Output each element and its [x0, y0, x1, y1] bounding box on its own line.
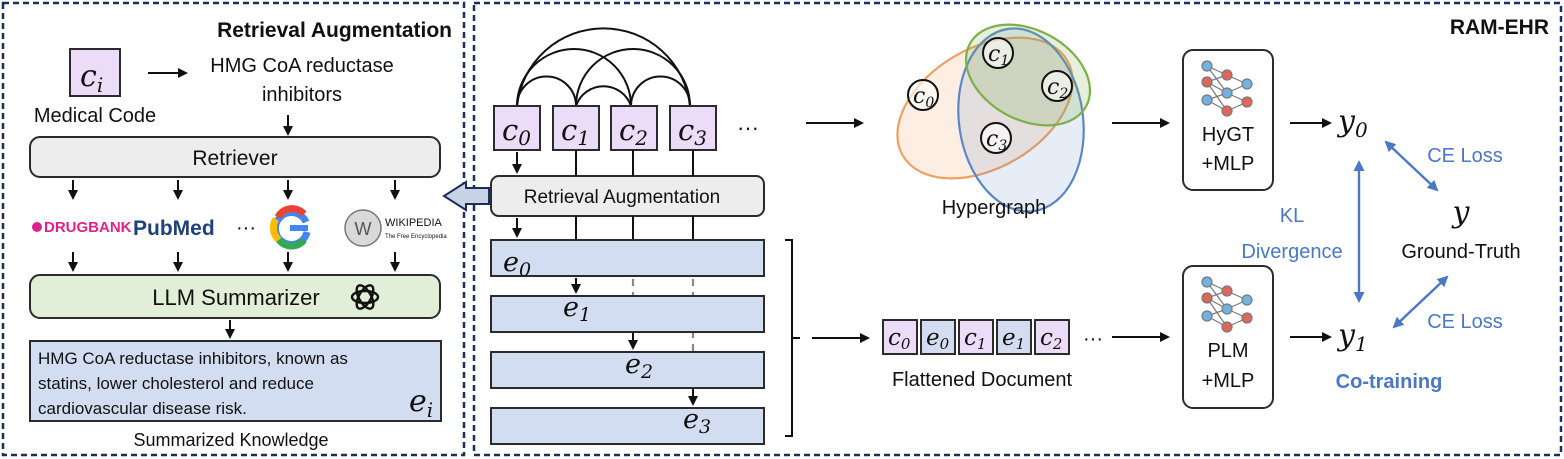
svg-text:WIKIPEDIA: WIKIPEDIA: [385, 217, 443, 229]
google-logo: [269, 205, 311, 250]
ground-truth-label: Ground-Truth: [1401, 241, 1520, 263]
hypergraph-node: c0: [907, 79, 939, 111]
knowledge-symbol: ei: [409, 384, 433, 422]
right-panel-title: RAM-EHR: [1450, 16, 1549, 39]
svg-text:c0: c0: [913, 84, 934, 111]
summarized-knowledge-box: [29, 340, 442, 422]
svg-text:PubMed: PubMed: [133, 217, 215, 240]
drugbank-logo: DRUGBANK: [32, 219, 132, 236]
svg-text:c0: c0: [502, 113, 531, 150]
svg-text:c3: c3: [986, 127, 1007, 154]
hygt-label-line2: +MLP: [1202, 153, 1255, 175]
retrieval-augmentation-box: [490, 175, 765, 217]
ce-loss-top-label: CE Loss: [1427, 145, 1503, 167]
svg-text:DRUGBANK: DRUGBANK: [44, 219, 132, 236]
plm-label-line2: +MLP: [1202, 370, 1255, 392]
knowledge-bracket: [785, 239, 800, 437]
knowledge-line3: cardiovascular disease risk.: [38, 399, 247, 418]
flattened-token: c2: [1034, 319, 1070, 355]
kl-label-line2: Divergence: [1241, 241, 1342, 263]
hypergraph: [896, 23, 1092, 213]
knowledge-box: e2: [490, 349, 765, 389]
code-name-line2: inhibitors: [262, 84, 342, 106]
code-name-line1: HMG CoA reductase: [210, 55, 393, 77]
openai-icon: [350, 284, 380, 310]
svg-text:e0: e0: [926, 325, 950, 353]
svg-text:c2: c2: [1047, 75, 1068, 102]
svg-text:e1: e1: [1002, 325, 1025, 353]
code-box: c3: [669, 105, 717, 151]
hypergraph-node: c2: [1041, 70, 1073, 102]
left-panel-border: [1, 1, 466, 457]
hypergraph-node: c1: [982, 37, 1014, 69]
retrieval-augmentation-label: Retrieval Augmentation: [524, 187, 720, 208]
svg-text:e2: e2: [625, 349, 653, 383]
knowledge-line1: HMG CoA reductase inhibitors, known as: [38, 349, 348, 368]
flattened-document-label: Flattened Document: [892, 369, 1073, 391]
hypergraph-label: Hypergraph: [942, 197, 1047, 219]
medical-code-symbol: ci: [80, 59, 103, 97]
retriever-box: [29, 136, 441, 178]
retriever-label: Retriever: [192, 147, 277, 170]
wikipedia-logo: W WIKIPEDIA The Free Encyclopedia: [344, 209, 447, 247]
ce-loss-bottom-arrow: [1392, 275, 1449, 329]
svg-text:c2: c2: [619, 113, 648, 150]
back-to-left-panel-arrow: [442, 180, 490, 212]
code-box: c1: [552, 105, 600, 151]
ce-loss-top-arrow: [1384, 140, 1439, 192]
flattened-ellipsis: ···: [1083, 328, 1103, 350]
svg-text:W: W: [355, 219, 372, 239]
plm-label-line1: PLM: [1207, 340, 1248, 362]
svg-text:c0: c0: [888, 325, 911, 353]
cotraining-label: Co-training: [1336, 371, 1443, 393]
svg-text:c1: c1: [988, 42, 1009, 69]
hygt-label-line1: HyGT: [1202, 124, 1254, 146]
ce-loss-bottom-label: CE Loss: [1427, 311, 1503, 333]
sources-down-arrows: [68, 252, 400, 272]
knowledge-box: e1: [490, 292, 765, 333]
knowledge-line2: statins, lower cholesterol and reduce: [38, 374, 314, 393]
svg-text:c3: c3: [678, 113, 707, 150]
right-panel-border: [472, 1, 1563, 457]
flattened-token: e1: [996, 319, 1032, 355]
svg-text:e3: e3: [683, 404, 711, 438]
code-arcs: [516, 27, 691, 107]
flattened-token: e0: [920, 319, 956, 355]
neural-network-icon: [1201, 276, 1253, 333]
svg-text:c1: c1: [964, 325, 986, 353]
knowledge-caption: Summarized Knowledge: [133, 430, 328, 450]
flattened-token: c1: [958, 319, 994, 355]
ground-truth-symbol: y: [1451, 195, 1471, 230]
neural-network-icon: [1201, 60, 1253, 117]
svg-text:e0: e0: [503, 247, 531, 281]
llm-summarizer-box: [29, 274, 441, 319]
medical-code-caption: Medical Code: [34, 105, 156, 127]
svg-text:The Free Encyclopedia: The Free Encyclopedia: [385, 234, 447, 240]
pubmed-logo: PubMed: [133, 217, 215, 240]
svg-text:e1: e1: [563, 292, 591, 326]
y0-output: y0: [1336, 104, 1368, 142]
sources-ellipsis: ···: [236, 217, 256, 239]
code-box: c0: [493, 105, 541, 151]
llm-summarizer-label: LLM Summarizer: [152, 285, 319, 310]
left-panel-title: Retrieval Augmentation: [217, 19, 452, 42]
hyperedge-orange: [896, 36, 1074, 180]
code-box: c2: [610, 105, 658, 151]
codes-ellipsis: ···: [737, 115, 759, 140]
kl-label-line1: KL: [1280, 205, 1304, 227]
svg-text:c1: c1: [561, 113, 590, 150]
hypergraph-node: c3: [980, 122, 1012, 154]
medical-code-box: [69, 48, 121, 97]
retriever-down-arrows: [68, 180, 400, 200]
flattened-token: c0: [882, 319, 918, 355]
svg-text:c2: c2: [1040, 325, 1062, 353]
knowledge-box: e3: [490, 404, 765, 445]
knowledge-box: e0: [490, 239, 765, 281]
y1-output: y1: [1336, 318, 1368, 356]
